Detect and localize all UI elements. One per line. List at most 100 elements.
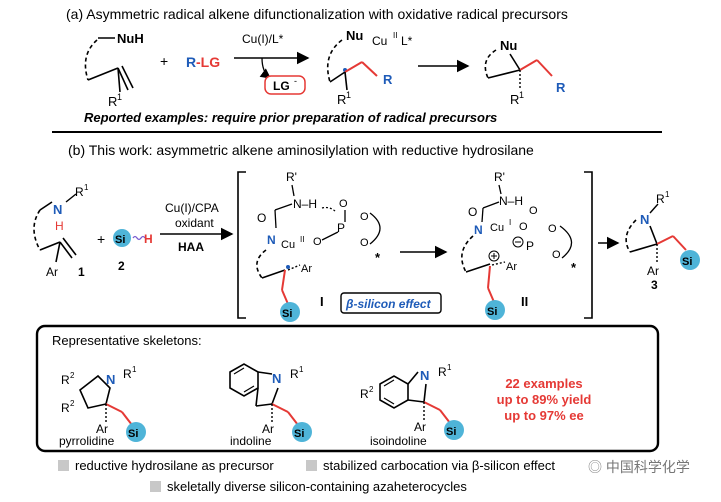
svg-text:R: R (61, 373, 70, 387)
svg-text:1: 1 (346, 90, 351, 100)
svg-text:II: II (300, 235, 304, 244)
svg-text:R': R' (286, 170, 297, 184)
reagent-lg: -LG (196, 54, 220, 70)
svg-text:O: O (529, 205, 538, 217)
svg-text:N: N (272, 371, 281, 386)
svg-text:Si: Si (128, 428, 138, 440)
svg-text:Ar: Ar (301, 263, 312, 275)
svg-text:O: O (257, 211, 266, 225)
byproduct-lg: LG (273, 79, 290, 93)
svg-text:O: O (519, 221, 528, 233)
beta-silicon-effect-label: β-silicon effect (345, 297, 432, 311)
svg-text:Si: Si (487, 306, 497, 318)
svg-text:N: N (420, 368, 429, 383)
wechat-icon: ◎ (588, 459, 602, 475)
svg-text:O: O (468, 205, 477, 219)
section-a-title: (a) Asymmetric radical alkene difunction… (66, 6, 568, 22)
svg-text:N–H: N–H (499, 194, 523, 208)
stats-block: 22 examples up to 89% yield up to 97% ee (484, 376, 604, 424)
svg-text:Ar: Ar (262, 422, 274, 436)
svg-text:R: R (656, 192, 665, 206)
svg-text:N: N (53, 202, 62, 217)
svg-text:R: R (290, 367, 299, 381)
svg-text:Si: Si (282, 308, 292, 320)
svg-text:HAA: HAA (178, 240, 204, 254)
legend-square-icon (306, 460, 317, 471)
substrate-1: N R 1 H Ar 1 (33, 183, 89, 279)
svg-text:Nu: Nu (346, 28, 363, 43)
svg-text:N–H: N–H (293, 197, 317, 211)
stat-ee: up to 97% ee (504, 408, 584, 423)
product-3: N R 1 Si Ar 3 (625, 190, 700, 292)
svg-text:Si: Si (294, 428, 304, 440)
svg-text:R: R (61, 401, 70, 415)
intermediate-2-label: II (521, 294, 528, 309)
stat-examples: 22 examples (505, 376, 583, 391)
svg-text:R: R (510, 92, 519, 107)
svg-text:O: O (339, 198, 348, 210)
svg-text:Ar: Ar (647, 264, 659, 278)
legend-square-icon (58, 460, 69, 471)
svg-text:P: P (526, 239, 534, 253)
svg-text:Nu: Nu (500, 38, 517, 53)
svg-text:O: O (360, 237, 369, 249)
svg-text:1: 1 (84, 183, 89, 192)
svg-text:Ar: Ar (414, 420, 426, 434)
svg-text:2: 2 (369, 385, 374, 394)
legend-item-3: skeletally diverse silicon-containing az… (150, 479, 467, 494)
svg-text:N: N (640, 212, 649, 227)
svg-text:N: N (474, 223, 483, 237)
svg-text:R: R (337, 92, 346, 107)
svg-text:1: 1 (117, 92, 122, 102)
indoline-skeleton: N R 1 Si Ar indoline (229, 363, 312, 448)
svg-text:Cu: Cu (372, 34, 387, 48)
svg-text:I: I (509, 218, 511, 227)
hydrosilane-2: Si H 2 (113, 229, 153, 273)
stat-yield: up to 89% yield (496, 392, 592, 407)
compound-3-label: 3 (651, 278, 658, 292)
svg-text:*: * (571, 260, 577, 275)
svg-text:O: O (313, 236, 322, 248)
svg-text:1: 1 (132, 365, 137, 374)
product-a: Nu R 1 R (484, 38, 566, 107)
svg-text:2: 2 (70, 399, 75, 408)
svg-text:R: R (123, 367, 132, 381)
svg-text:*: * (375, 250, 381, 265)
substrate-a: NuH R 1 (84, 31, 144, 109)
nuh-label: NuH (117, 31, 144, 46)
svg-text:2: 2 (70, 371, 75, 380)
svg-text:Cu: Cu (490, 222, 504, 234)
intermediate-1: R' N–H O N Cu II O P O O O * Ar Si I (256, 170, 381, 322)
svg-text:R': R' (494, 170, 505, 184)
legend-square-icon (150, 481, 161, 492)
svg-text:Si: Si (682, 256, 692, 268)
svg-text:1: 1 (519, 90, 524, 100)
section-a-note: Reported examples: require prior prepara… (84, 110, 498, 125)
skeletons-title: Representative skeletons: (52, 333, 202, 348)
svg-text:1: 1 (665, 190, 670, 199)
isoindoline-skeleton: R 2 N R 1 Si Ar isoindoline (360, 363, 464, 448)
catalyst-a: Cu(I)/L* (242, 32, 284, 46)
svg-text:+: + (97, 231, 105, 247)
pyrrolidine-label: pyrrolidine (59, 434, 115, 448)
intermediate-2: R' N–H O N Cu I O P O O O * Ar Si II (461, 170, 577, 320)
indoline-label: indoline (230, 434, 272, 448)
svg-text:II: II (393, 31, 397, 40)
svg-text:O: O (548, 223, 557, 235)
svg-text:R: R (75, 185, 84, 199)
skeletons-box (35, 324, 660, 453)
svg-text:H: H (55, 219, 64, 233)
svg-text:Cu: Cu (281, 239, 295, 251)
svg-text:Ar: Ar (506, 261, 517, 273)
svg-text:R: R (383, 72, 393, 87)
legend-item-2: stabilized carbocation via β-silicon eff… (306, 458, 555, 473)
svg-text:Cu(I)/CPA: Cu(I)/CPA (165, 201, 219, 215)
plus-a: + (160, 53, 168, 69)
svg-text:Si: Si (115, 234, 125, 246)
svg-text:Ar: Ar (96, 422, 108, 436)
r1-label-a: R (108, 94, 117, 109)
svg-text:H: H (144, 232, 153, 246)
intermediate-a: Nu Cu II L* R 1 R (326, 28, 413, 107)
svg-text:Ar: Ar (46, 265, 58, 279)
